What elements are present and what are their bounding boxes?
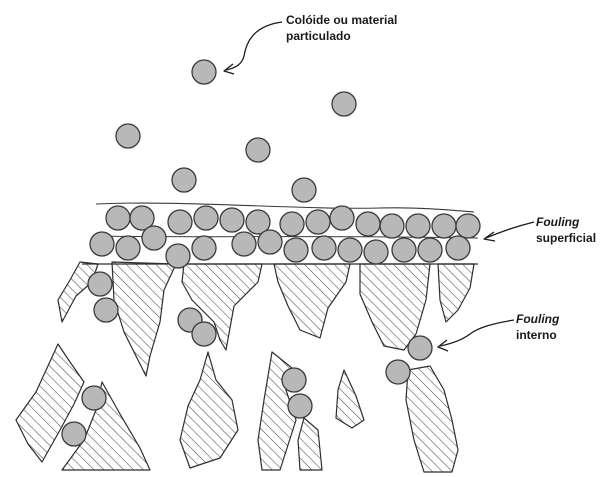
cake-particle-bottom — [192, 236, 216, 260]
cake-particle-top — [168, 210, 192, 234]
cake-particle-bottom — [364, 240, 388, 264]
cake-particle-bottom — [284, 238, 308, 262]
colloid-label-line2: particulado — [286, 28, 397, 44]
membrane-fragment — [298, 418, 322, 470]
colloid-label-line1: Colóide ou material — [286, 12, 397, 28]
suspended-particle — [172, 168, 196, 192]
membrane-fragment — [336, 370, 364, 428]
cake-particle-top — [280, 212, 304, 236]
pore-particle — [288, 394, 312, 418]
surface-fouling-label: Fouling superficial — [536, 214, 596, 246]
pore-particle — [62, 422, 86, 446]
pore-particle — [94, 298, 118, 322]
internal-fouling-label-line1: Fouling — [516, 311, 559, 327]
cake-particle-bottom — [258, 230, 282, 254]
cake-particle-bottom — [142, 226, 166, 250]
cake-particle-bottom — [392, 238, 416, 262]
pore-particle — [88, 272, 112, 296]
pore-particle — [408, 336, 432, 360]
cake-particle-bottom — [418, 238, 442, 262]
cake-particle-top — [306, 210, 330, 234]
suspended-particle — [292, 178, 316, 202]
cake-particle-bottom — [232, 232, 256, 256]
internal-fouling-label: Fouling interno — [516, 311, 559, 343]
pore-particle — [282, 368, 306, 392]
arrow-surface-fouling — [486, 222, 534, 238]
cake-layer-top-line — [96, 203, 474, 212]
cake-particle-top — [432, 214, 456, 238]
arrow-internal-fouling — [440, 320, 514, 346]
cake-particle-bottom — [312, 236, 336, 260]
cake-particle-bottom — [166, 244, 190, 268]
suspended-particle — [116, 124, 140, 148]
membrane-fragment — [180, 352, 238, 468]
cake-particle-top — [456, 214, 480, 238]
pore-particle — [192, 322, 216, 346]
arrow-colloid — [226, 22, 282, 70]
suspended-particle — [246, 138, 270, 162]
cake-particle-bottom — [446, 236, 470, 260]
membrane-fragment — [112, 262, 176, 376]
cake-particle-bottom — [116, 236, 140, 260]
internal-fouling-label-line2: interno — [516, 327, 559, 343]
cake-particle-top — [406, 214, 430, 238]
surface-fouling-label-line1: Fouling — [536, 214, 596, 230]
membrane-fragment — [438, 264, 474, 322]
colloid-label: Colóide ou material particulado — [286, 12, 397, 44]
cake-particle-top — [380, 214, 404, 238]
pore-particle — [82, 386, 106, 410]
cake-particle-bottom — [90, 232, 114, 256]
membrane-fragment — [406, 366, 458, 472]
suspended-particle — [332, 92, 356, 116]
membrane-fragment — [274, 264, 350, 338]
cake-particle-top — [356, 212, 380, 236]
surface-fouling-label-line2: superficial — [536, 230, 596, 246]
suspended-particle — [192, 60, 216, 84]
pore-particle — [386, 360, 410, 384]
cake-particle-top — [330, 206, 354, 230]
cake-particle-top — [220, 208, 244, 232]
cake-particle-top — [194, 206, 218, 230]
cake-particle-bottom — [338, 238, 362, 262]
cake-particle-top — [106, 206, 130, 230]
